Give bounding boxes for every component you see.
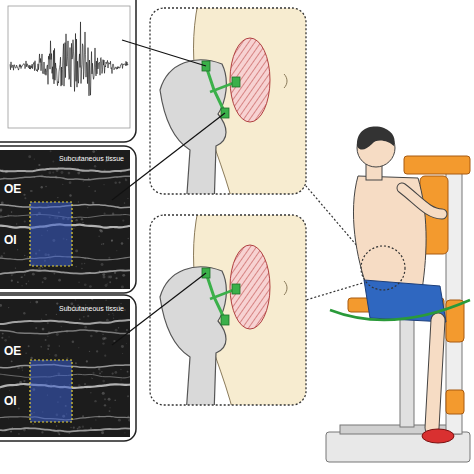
muscle-label: OE bbox=[4, 345, 21, 358]
zoom-box bbox=[150, 215, 306, 405]
tissue-label: Subcutaneous tissue bbox=[59, 155, 124, 163]
pelvis-illustration bbox=[160, 8, 306, 194]
emg-axes bbox=[8, 6, 130, 128]
ultrasound-image bbox=[0, 150, 130, 289]
pelvis-illustration bbox=[160, 215, 306, 405]
emg-signal bbox=[10, 22, 128, 96]
zoom-line bbox=[306, 282, 366, 300]
leader-line bbox=[112, 273, 206, 345]
ultrasound-image bbox=[0, 299, 130, 437]
ultrasound-panel: Subcutaneous tissueOE OI bbox=[0, 150, 128, 288]
muscle-label: OE bbox=[4, 183, 21, 196]
muscle-label: OI bbox=[4, 234, 17, 247]
ultrasound-panel bbox=[0, 295, 136, 441]
dynamometer bbox=[326, 156, 470, 462]
zoom-box bbox=[150, 8, 306, 194]
zoom-circle bbox=[361, 246, 405, 290]
leader-line bbox=[122, 40, 206, 66]
subject bbox=[330, 127, 470, 443]
muscle-label: OI bbox=[4, 395, 17, 408]
roi-box bbox=[30, 202, 72, 266]
tissue-label: Subcutaneous tissue bbox=[59, 305, 124, 313]
emg-panel bbox=[0, 0, 136, 142]
leader-line bbox=[112, 113, 225, 200]
ultrasound-panel: Subcutaneous tissueOE OI bbox=[0, 300, 128, 436]
roi-box bbox=[30, 360, 72, 422]
ultrasound-panel bbox=[0, 146, 136, 293]
